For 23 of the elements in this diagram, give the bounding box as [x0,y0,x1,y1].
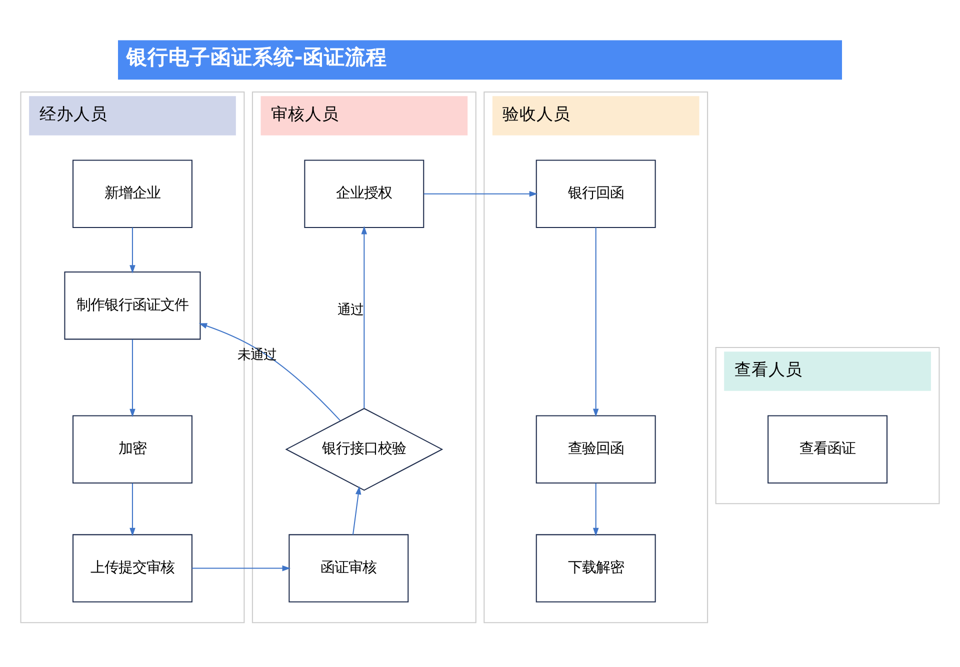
arrow [361,226,368,408]
node-box: 查验回函 [536,415,656,484]
arrow [130,483,136,536]
arrow [424,190,538,197]
arrow [198,323,340,421]
node-box: 下载解密 [536,534,656,602]
arrow [130,339,136,418]
node-box: 企业授权 [304,160,424,228]
node-box: 加密 [72,415,192,484]
node-box: 新增企业 [72,160,192,228]
node-box: 查看函证 [768,415,888,484]
arrow [592,483,599,536]
arrow [592,228,599,417]
node-box: 制作银行函证文件 [64,271,201,340]
arrow [192,565,291,572]
node-box: 函证审核 [288,534,409,602]
arrow [130,228,136,274]
edge-label: 通过 [338,302,364,318]
diagram-title: 银行电子函证系统-函证流程 [126,45,387,70]
node-box: 银行回函 [536,160,656,228]
node-box: 上传提交审核 [72,534,192,602]
arrow [352,486,362,535]
node-diamond: 银行接口校验 [285,408,444,491]
